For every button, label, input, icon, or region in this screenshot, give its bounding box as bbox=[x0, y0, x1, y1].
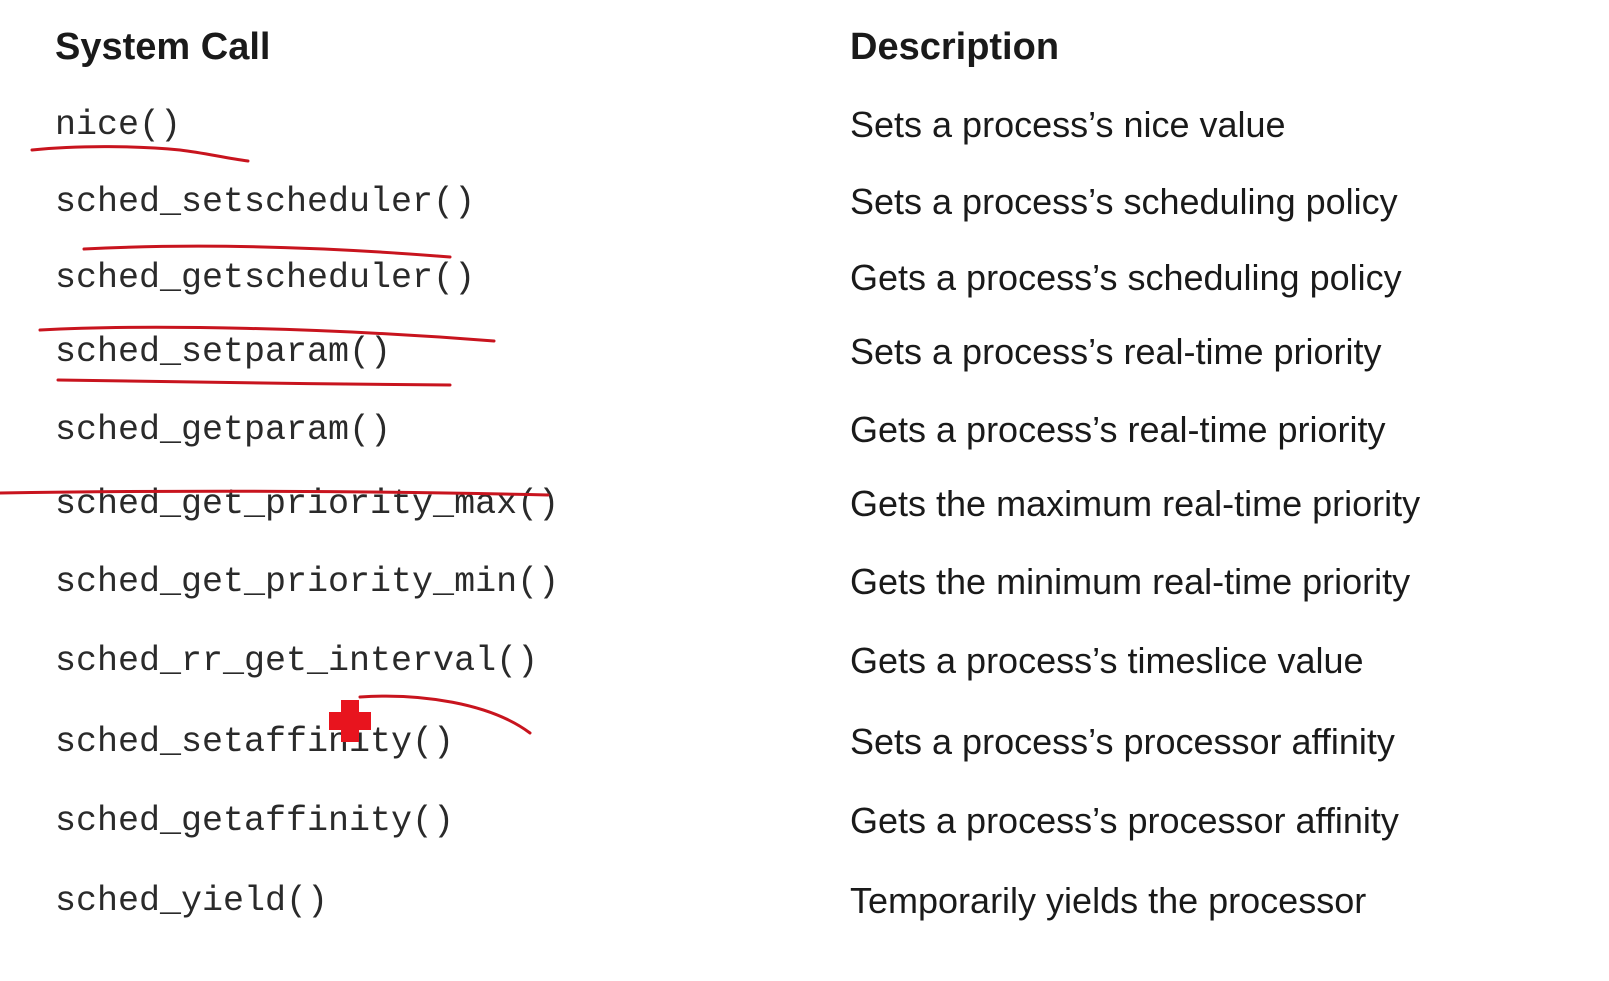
system-call-name: sched_setscheduler() bbox=[55, 182, 476, 222]
table-row: sched_get_priority_min() Gets the minimu… bbox=[0, 557, 1609, 607]
table-row: sched_getaffinity() Gets a process’s pro… bbox=[0, 796, 1609, 846]
system-call-description: Gets the minimum real-time priority bbox=[850, 561, 1411, 602]
system-call-name: sched_get_priority_min() bbox=[55, 562, 560, 602]
system-call-description: Gets the maximum real-time priority bbox=[850, 483, 1421, 524]
system-call-description: Gets a process’s timeslice value bbox=[850, 640, 1364, 681]
table-row: sched_get_priority_max() Gets the maximu… bbox=[0, 479, 1609, 529]
system-call-name: sched_getparam() bbox=[55, 410, 392, 450]
table-row: sched_setaffinity() Sets a process’s pro… bbox=[0, 717, 1609, 767]
system-call-name: sched_setaffinity() bbox=[55, 722, 455, 762]
system-call-description: Sets a process’s scheduling policy bbox=[850, 181, 1398, 222]
system-call-name: sched_getaffinity() bbox=[55, 801, 455, 841]
table-row: sched_yield() Temporarily yields the pro… bbox=[0, 876, 1609, 926]
system-call-description: Gets a process’s scheduling policy bbox=[850, 257, 1402, 298]
system-call-name: sched_get_priority_max() bbox=[55, 484, 560, 524]
system-call-description: Gets a process’s processor affinity bbox=[850, 800, 1399, 841]
system-call-name: sched_setparam() bbox=[55, 332, 392, 372]
system-call-description: Sets a process’s real-time priority bbox=[850, 331, 1382, 372]
system-call-description: Sets a process’s nice value bbox=[850, 104, 1286, 145]
system-call-name: sched_yield() bbox=[55, 881, 329, 921]
system-call-description: Temporarily yields the processor bbox=[850, 880, 1367, 921]
table-row: sched_getparam() Gets a process’s real-t… bbox=[0, 405, 1609, 455]
table-row: sched_rr_get_interval() Gets a process’s… bbox=[0, 636, 1609, 686]
table-row: sched_setparam() Sets a process’s real-t… bbox=[0, 327, 1609, 377]
table-row: sched_setscheduler() Sets a process’s sc… bbox=[0, 177, 1609, 227]
table-row: sched_getscheduler() Gets a process’s sc… bbox=[0, 253, 1609, 303]
system-call-name: sched_getscheduler() bbox=[55, 258, 476, 298]
header-system-call: System Call bbox=[55, 26, 271, 68]
system-call-name: nice() bbox=[55, 105, 182, 145]
table-row: nice() Sets a process’s nice value bbox=[0, 100, 1609, 150]
system-call-name: sched_rr_get_interval() bbox=[55, 641, 539, 681]
header-description: Description bbox=[850, 26, 1060, 68]
system-call-description: Gets a process’s real-time priority bbox=[850, 409, 1386, 450]
underline-stroke bbox=[56, 378, 452, 387]
system-call-description: Sets a process’s processor affinity bbox=[850, 721, 1395, 762]
